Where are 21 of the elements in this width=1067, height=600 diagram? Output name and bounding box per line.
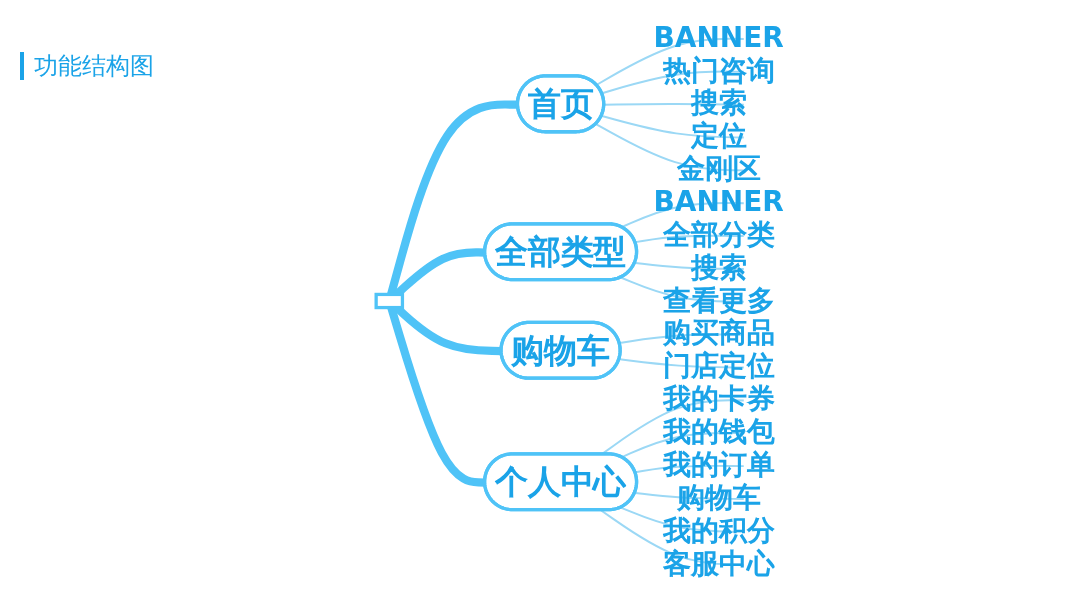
- node-text: 搜索: [690, 250, 747, 284]
- connector: [595, 123, 745, 172]
- node-text: 门店定位: [662, 349, 775, 382]
- node-text: 查看更多: [662, 283, 775, 317]
- connector: [601, 115, 745, 139]
- node-text: 我的积分: [662, 513, 775, 547]
- node-text: 搜索: [690, 86, 747, 120]
- node-text: BANNER: [653, 20, 784, 54]
- node-text: 定位: [690, 119, 747, 152]
- node-text: 热门咨询: [662, 53, 775, 87]
- node-text: 金刚区: [676, 151, 761, 185]
- node-box: [374, 292, 405, 310]
- node-text: 客服中心: [662, 546, 775, 580]
- node-text: 购物车: [676, 480, 761, 514]
- node-text: 全部分类: [662, 217, 775, 251]
- page-title: 功能结构图: [20, 52, 154, 80]
- node-text: 购买商品: [662, 316, 775, 350]
- node-text: 我的钱包: [662, 414, 775, 448]
- node-text: BANNER: [653, 184, 784, 218]
- node-text: 我的卡券: [662, 381, 775, 415]
- node-text: 我的订单: [662, 447, 775, 481]
